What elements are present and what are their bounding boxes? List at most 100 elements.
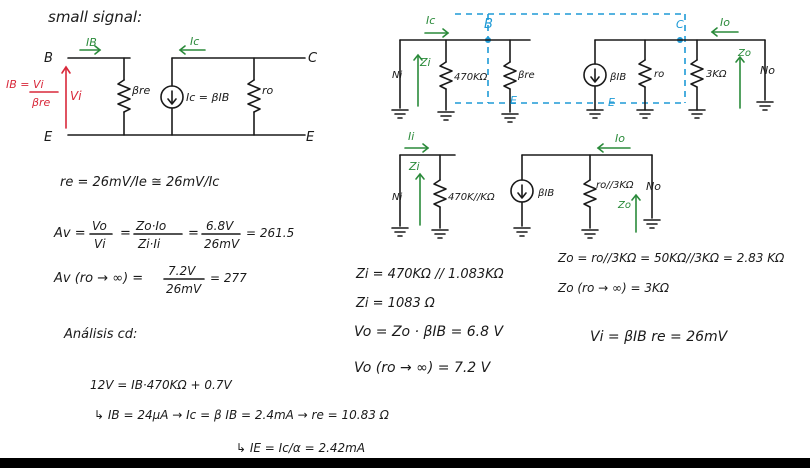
circuit-2: B C: [391, 13, 775, 123]
eq-av2-den: 26mV: [166, 282, 202, 296]
c1-node-e-right: E: [306, 130, 315, 145]
eq-av-f2-num: Zo·Io: [135, 219, 166, 233]
c2-ro-resistor: [638, 59, 652, 88]
c2-ic-label: Ic: [426, 14, 435, 27]
eq-vo2: Vo (ro → ∞) = 7.2 V: [354, 360, 492, 376]
c1-ib-eq-bottom: βre: [31, 96, 51, 109]
c1-node-c: C: [308, 51, 318, 66]
c1-vi-label: Vi: [70, 89, 82, 103]
c2-ground-2: [437, 111, 455, 121]
eq-re: re = 26mV/Ie ≅ 26mV/Ic: [60, 175, 219, 190]
c1-ic-arrowhead: [178, 45, 186, 55]
c3-zo-label: Zo: [617, 200, 631, 211]
eq-dc3: ↳ IE = Ic/α = 2.42mA: [236, 441, 365, 455]
c3-ground-4: [581, 229, 599, 239]
c2-zo-arrowhead: [735, 55, 745, 63]
c1-ro-label: ro: [262, 84, 274, 97]
c1-vi-arrowhead: [61, 65, 71, 74]
eq-zi2: Zi = 1083 Ω: [355, 296, 435, 311]
c3-zo-arrowhead: [631, 193, 641, 201]
title-text: small signal:: [48, 8, 142, 26]
c1-ib-arrowhead: [94, 45, 102, 55]
c3-ground-3: [513, 227, 531, 237]
c2-node-b: B: [484, 17, 493, 32]
eq-av-eq1: =: [120, 226, 131, 241]
c2-r3k-resistor: [690, 59, 704, 88]
eq-vo1: Vo = Zo · βIB = 6.8 V: [354, 324, 504, 340]
c3-zi-label: Zi: [408, 160, 420, 173]
c2-node-e-left: E: [510, 94, 517, 107]
c1-ro-resistor: [247, 79, 261, 113]
c3-rpar-label: 470K//KΩ: [448, 192, 495, 203]
c1-node-b: B: [44, 51, 53, 66]
c2-ground-3: [501, 113, 519, 123]
c2-bre-label: βre: [517, 70, 535, 81]
c3-io-arrowhead: [596, 143, 604, 153]
eq-av2-num: 7.2V: [168, 264, 196, 278]
circuit-3: Ii Zi Ni 470K//KΩ Io Zo βIB ro//3KΩ No: [391, 130, 661, 239]
c3-ground-2: [431, 229, 449, 239]
c3-ii-label: Ii: [408, 130, 414, 143]
c1-ib-eq-top: IB = Vi: [6, 78, 44, 91]
eq-av-f2-den: Zi·Ii: [137, 237, 161, 251]
eq-av-f3-num: 6.8V: [206, 219, 234, 233]
c1-ib-label: IB: [86, 36, 97, 49]
eq-av2-lhs: Av (ro → ∞) =: [53, 271, 143, 286]
circuit-1: B C E E IB Ic Vi IB = Vi βre βre Ic = βI…: [6, 35, 318, 145]
c2-node-e-right: E: [608, 96, 615, 109]
c2-zi-label: Zi: [419, 56, 431, 69]
c2-no-label: No: [760, 64, 775, 77]
c3-ii-arrowhead: [422, 143, 430, 153]
c3-ro-resistor: [583, 179, 597, 208]
c2-src-arrowhead: [590, 76, 600, 83]
c3-source-label: βIB: [537, 188, 554, 199]
c2-ro-label: ro: [654, 69, 664, 80]
c1-node-e-left: E: [44, 130, 53, 145]
c3-no-label: No: [646, 180, 661, 193]
eq-av-f1-num: Vo: [92, 219, 107, 233]
c2-zo-label: Zo: [737, 48, 751, 59]
c3-src-arrowhead: [517, 192, 527, 199]
c2-ground-4: [586, 109, 604, 119]
eq-av2-result: = 277: [210, 271, 247, 285]
c1-bre-label: βre: [131, 84, 151, 97]
eq-zo2: Zo (ro → ∞) = 3KΩ: [557, 281, 670, 295]
eq-av-lhs: Av =: [53, 226, 86, 241]
c2-r3k-label: 3KΩ: [706, 69, 727, 80]
c2-io-arrowhead: [710, 27, 718, 37]
c1-source-label: Ic = βIB: [186, 91, 229, 104]
eq-av-f1-den: Vi: [94, 237, 106, 251]
eq-zo1: Zo = ro//3KΩ = 50KΩ//3KΩ = 2.83 KΩ: [557, 251, 785, 265]
eq-dc2: ↳ IB = 24μA → Ic = β IB = 2.4mA → re = 1…: [94, 408, 390, 422]
c3-ground-1: [391, 227, 409, 237]
c3-ground-5: [643, 219, 661, 229]
c2-r470-label: 470KΩ: [454, 72, 488, 83]
c3-ni-label: Ni: [392, 192, 402, 203]
c2-ni-label: Ni: [392, 70, 402, 81]
eq-av-result: = 261.5: [246, 226, 294, 240]
eq-av-f3-den: 26mV: [204, 237, 240, 251]
c1-ic-label: Ic: [190, 35, 199, 48]
equations: re = 26mV/Ie ≅ 26mV/Ic Av = Vo Vi = Zo·I…: [53, 175, 785, 455]
c2-source-label: βIB: [609, 72, 626, 83]
bottom-black-bar: [0, 458, 810, 468]
c2-ground-5: [636, 109, 654, 119]
c2-ground-6: [688, 109, 706, 119]
c2-r470-resistor: [439, 61, 453, 90]
eq-zi1: Zi = 470KΩ // 1.083KΩ: [355, 267, 504, 282]
c1-bre-resistor: [117, 79, 131, 113]
c3-io-label: Io: [615, 132, 625, 145]
c2-ic-arrowhead: [442, 28, 450, 38]
c3-zi-arrowhead: [415, 172, 425, 180]
c1-src-arrowhead: [167, 98, 177, 105]
eq-av-eq2: =: [188, 226, 199, 241]
c2-ground-7: [756, 101, 774, 111]
c2-zi-arrowhead: [413, 53, 423, 61]
c3-ro3k-label: ro//3KΩ: [596, 180, 634, 191]
eq-analysis-heading: Análisis cd:: [63, 327, 137, 342]
c2-node-c: C: [676, 18, 684, 31]
c2-io-label: Io: [720, 16, 730, 29]
c2-bre-resistor: [503, 61, 517, 90]
